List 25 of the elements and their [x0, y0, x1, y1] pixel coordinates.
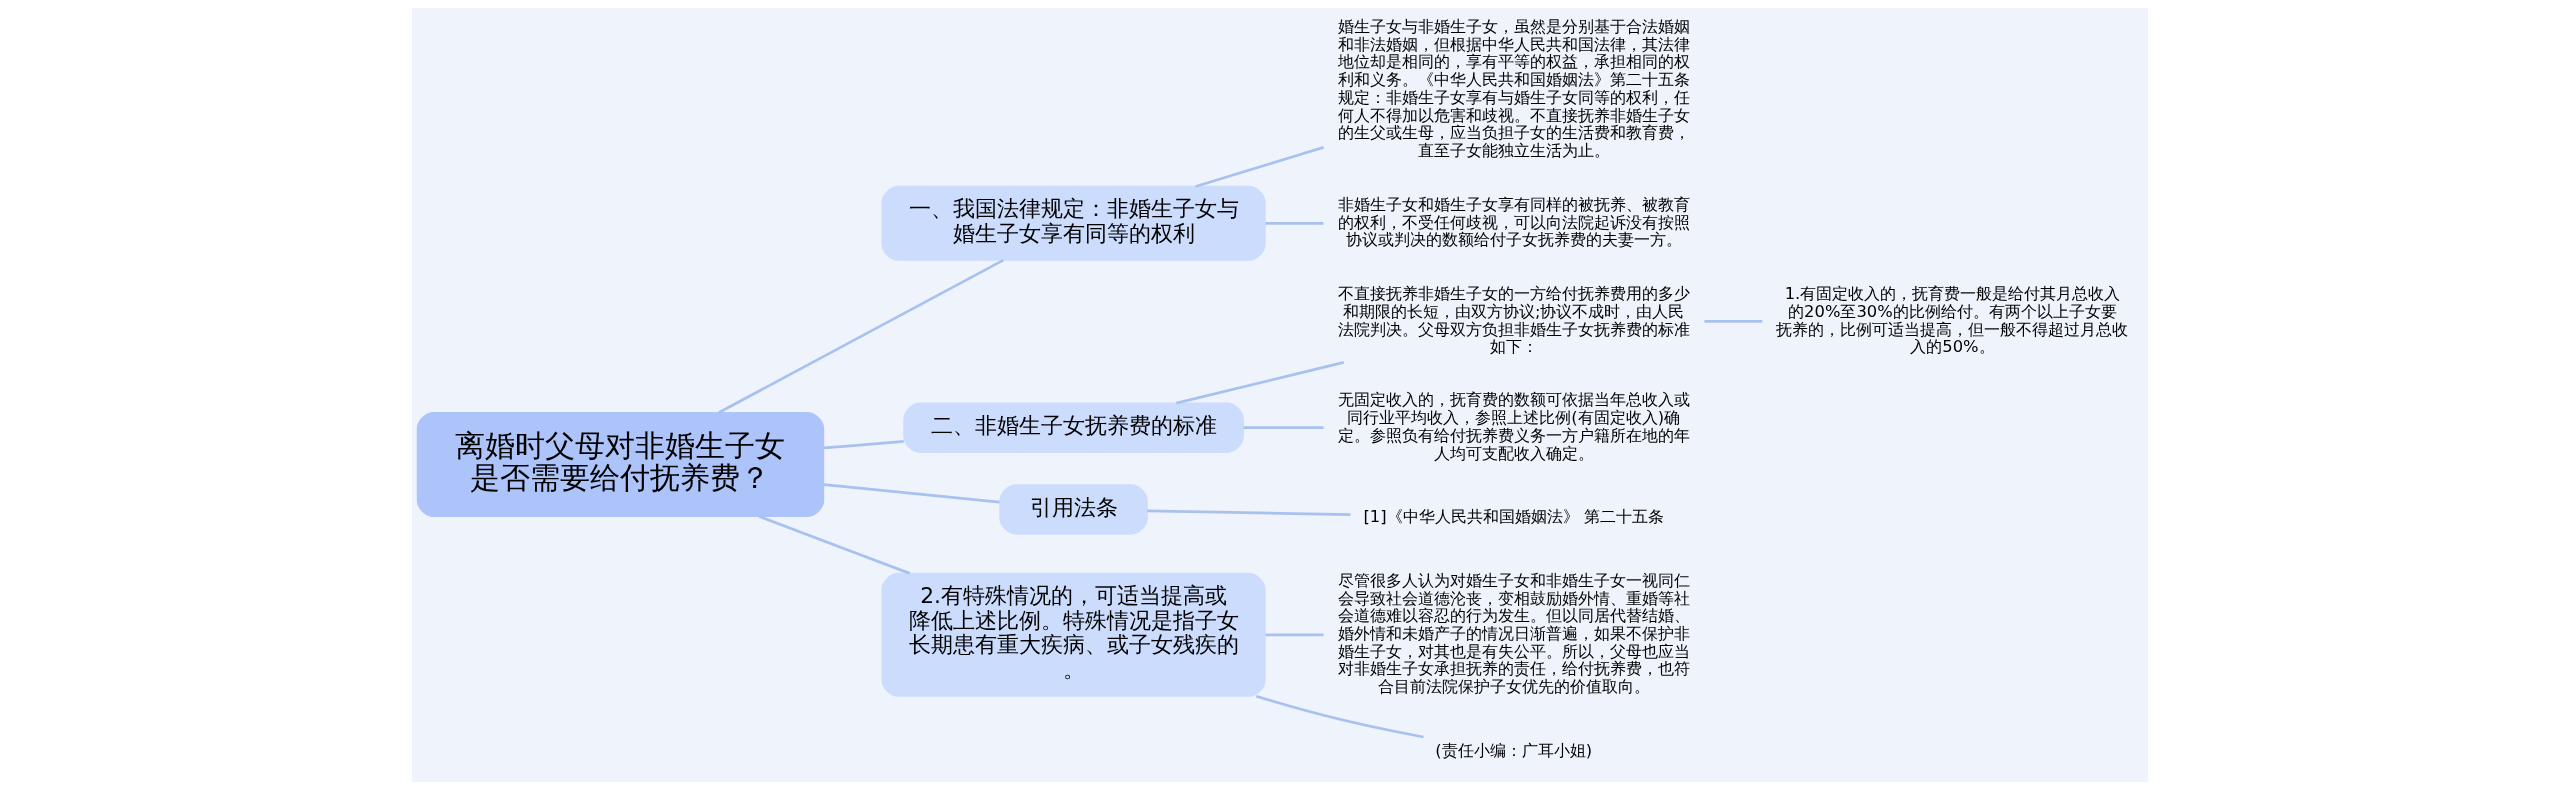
- connector: [823, 440, 904, 450]
- connector: [1195, 146, 1324, 188]
- node-text: 婚生子女与非婚生子女，虽然是分别基于合法婚姻和非法婚姻，但根据中华人民共和国法律，其法律地位却是相同的，享有平等的权益，承担相同的权利和义务。《中华人民共和国婚姻法》第二十五条规定：非婚生子女享有与婚生子女同等的权利，任何人不得加以危害和歧视。不直接抚养非婚生子女的生父或生母，应当负担子女的生活费和教育费，直至子女能独立生活为止。: [1337, 16, 1690, 160]
- node-text: 无固定收入的，抚育费的数额可依据当年总收入或同行业平均收入，参照上述比例(有固定收入)确定。参照负有给付抚养费义务一方户籍所在地的年人均可支配收入确定。: [1337, 390, 1690, 463]
- connector: [823, 483, 1000, 504]
- node-text: 不直接抚养非婚生子女的一方给付抚养费用的多少和期限的长短，由双方协议;协议不成时，由人民法院判决。父母双方负担非婚生子女抚养费的标准如下：: [1337, 284, 1690, 357]
- node-text: (责任小编：广耳小姐): [1435, 741, 1593, 761]
- connector: [1255, 694, 1424, 739]
- connector: [1147, 509, 1351, 516]
- node-text: 尽管很多人认为对婚生子女和非婚生子女一视同仁会导致社会道德沦丧，变相鼓励婚外情、重婚等社会道德难以容忍的行为发生。但以同居代替结婚、婚外情和未婚产子的情况日渐普遍，如果不保护非婚生子女，对其也是有失公平。所以，父母也应当对非婚生子女承担抚养的责任，给付抚养费，也符合目前法院保护子女优先的价值取向。: [1337, 570, 1690, 697]
- connector: [1243, 426, 1324, 430]
- connector: [1265, 633, 1324, 637]
- node-text: [1]《中华人民共和国婚姻法》 第二十五条: [1363, 506, 1664, 526]
- node-text: 1.有固定收入的，抚育费一般是给付其月总收入的20%至30%的比例给付。有两个以上子女要抚养的，比例可适当提高，但一般不得超过月总收入的50%。: [1776, 284, 2129, 357]
- connector: [1704, 320, 1763, 323]
- node-box: 离婚时父母对非婚生子女是否需要给付抚养费？: [416, 412, 825, 517]
- connector: [1265, 221, 1324, 225]
- node-box: 引用法条: [999, 484, 1148, 535]
- node-box: 一、我国法律规定：非婚生子女与婚生子女享有同等的权利: [881, 185, 1266, 261]
- connector: [718, 258, 1005, 414]
- node-text: 非婚生子女和婚生子女享有同样的被抚养、被教育的权利，不受任何歧视，可以向法院起诉没有按照协议或判决的数额给付子女抚养费的夫妻一方。: [1337, 194, 1690, 250]
- node-box: 2.有特殊情况的，可适当提高或降低上述比例。特殊情况是指子女长期患有重大疾病、或子女残疾的。: [881, 572, 1266, 697]
- connector: [1176, 361, 1345, 405]
- node-box: 二、非婚生子女抚养费的标准: [903, 402, 1244, 453]
- connector: [758, 515, 911, 575]
